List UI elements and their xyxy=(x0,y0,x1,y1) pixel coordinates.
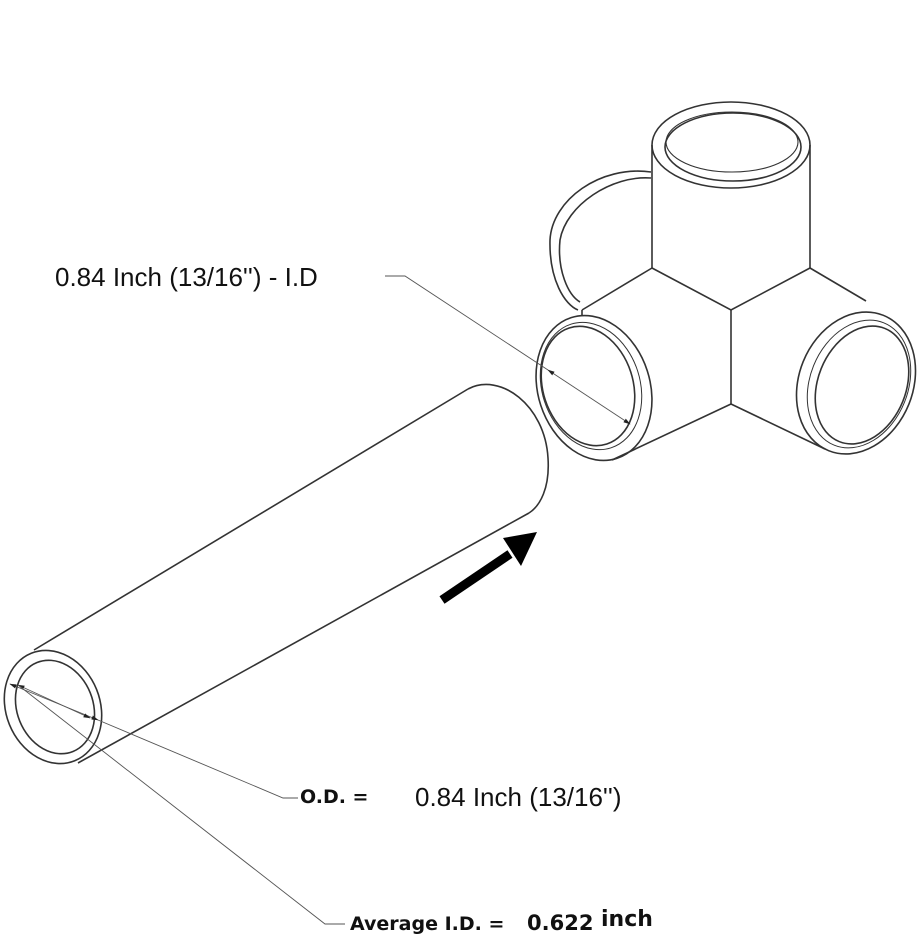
fitting-top-socket-sides xyxy=(651,145,811,268)
fitting-right-socket-body xyxy=(730,403,826,450)
pipe-near-end-outer xyxy=(3,649,103,765)
fitting-top-socket-bore xyxy=(664,112,802,182)
fitting-body xyxy=(651,267,811,311)
fitting-left-socket-rim xyxy=(535,314,653,462)
arrow-up-right-icon xyxy=(439,532,537,604)
fitting-left-socket-bore xyxy=(540,325,636,447)
pipe-bottom-edge xyxy=(77,512,530,764)
outer-diameter-key-label: O.D. = xyxy=(300,786,369,808)
fitting-left-socket-body xyxy=(581,310,732,461)
dimension-lines xyxy=(9,275,631,925)
fitting-right-socket-rim xyxy=(795,311,917,455)
pipe-od-leader xyxy=(97,719,298,799)
pipe xyxy=(3,383,550,765)
average-inner-diameter-key-label: Average I.D. = xyxy=(350,913,505,935)
outer-diameter-value-label: 0.84 Inch (13/16'') xyxy=(415,782,622,812)
average-inner-diameter-unit-label: inch xyxy=(601,907,653,932)
fitting-inner-diameter-label: 0.84 Inch (13/16'') - I.D xyxy=(55,262,318,292)
fitting-id-dimension xyxy=(547,369,631,425)
pipe-far-end xyxy=(467,383,550,514)
pipe-top-edge xyxy=(33,388,469,651)
pipe-id-leader xyxy=(17,684,345,925)
four-way-fitting xyxy=(535,101,917,462)
fitting-back-socket xyxy=(549,170,652,311)
fitting-right-socket-bore xyxy=(814,325,910,445)
average-inner-diameter-value-label: 0.622 xyxy=(527,911,594,935)
fitting-id-leader xyxy=(385,275,549,371)
fitting-top-socket-rim xyxy=(651,101,811,189)
pipe-id-dimension xyxy=(17,684,91,719)
